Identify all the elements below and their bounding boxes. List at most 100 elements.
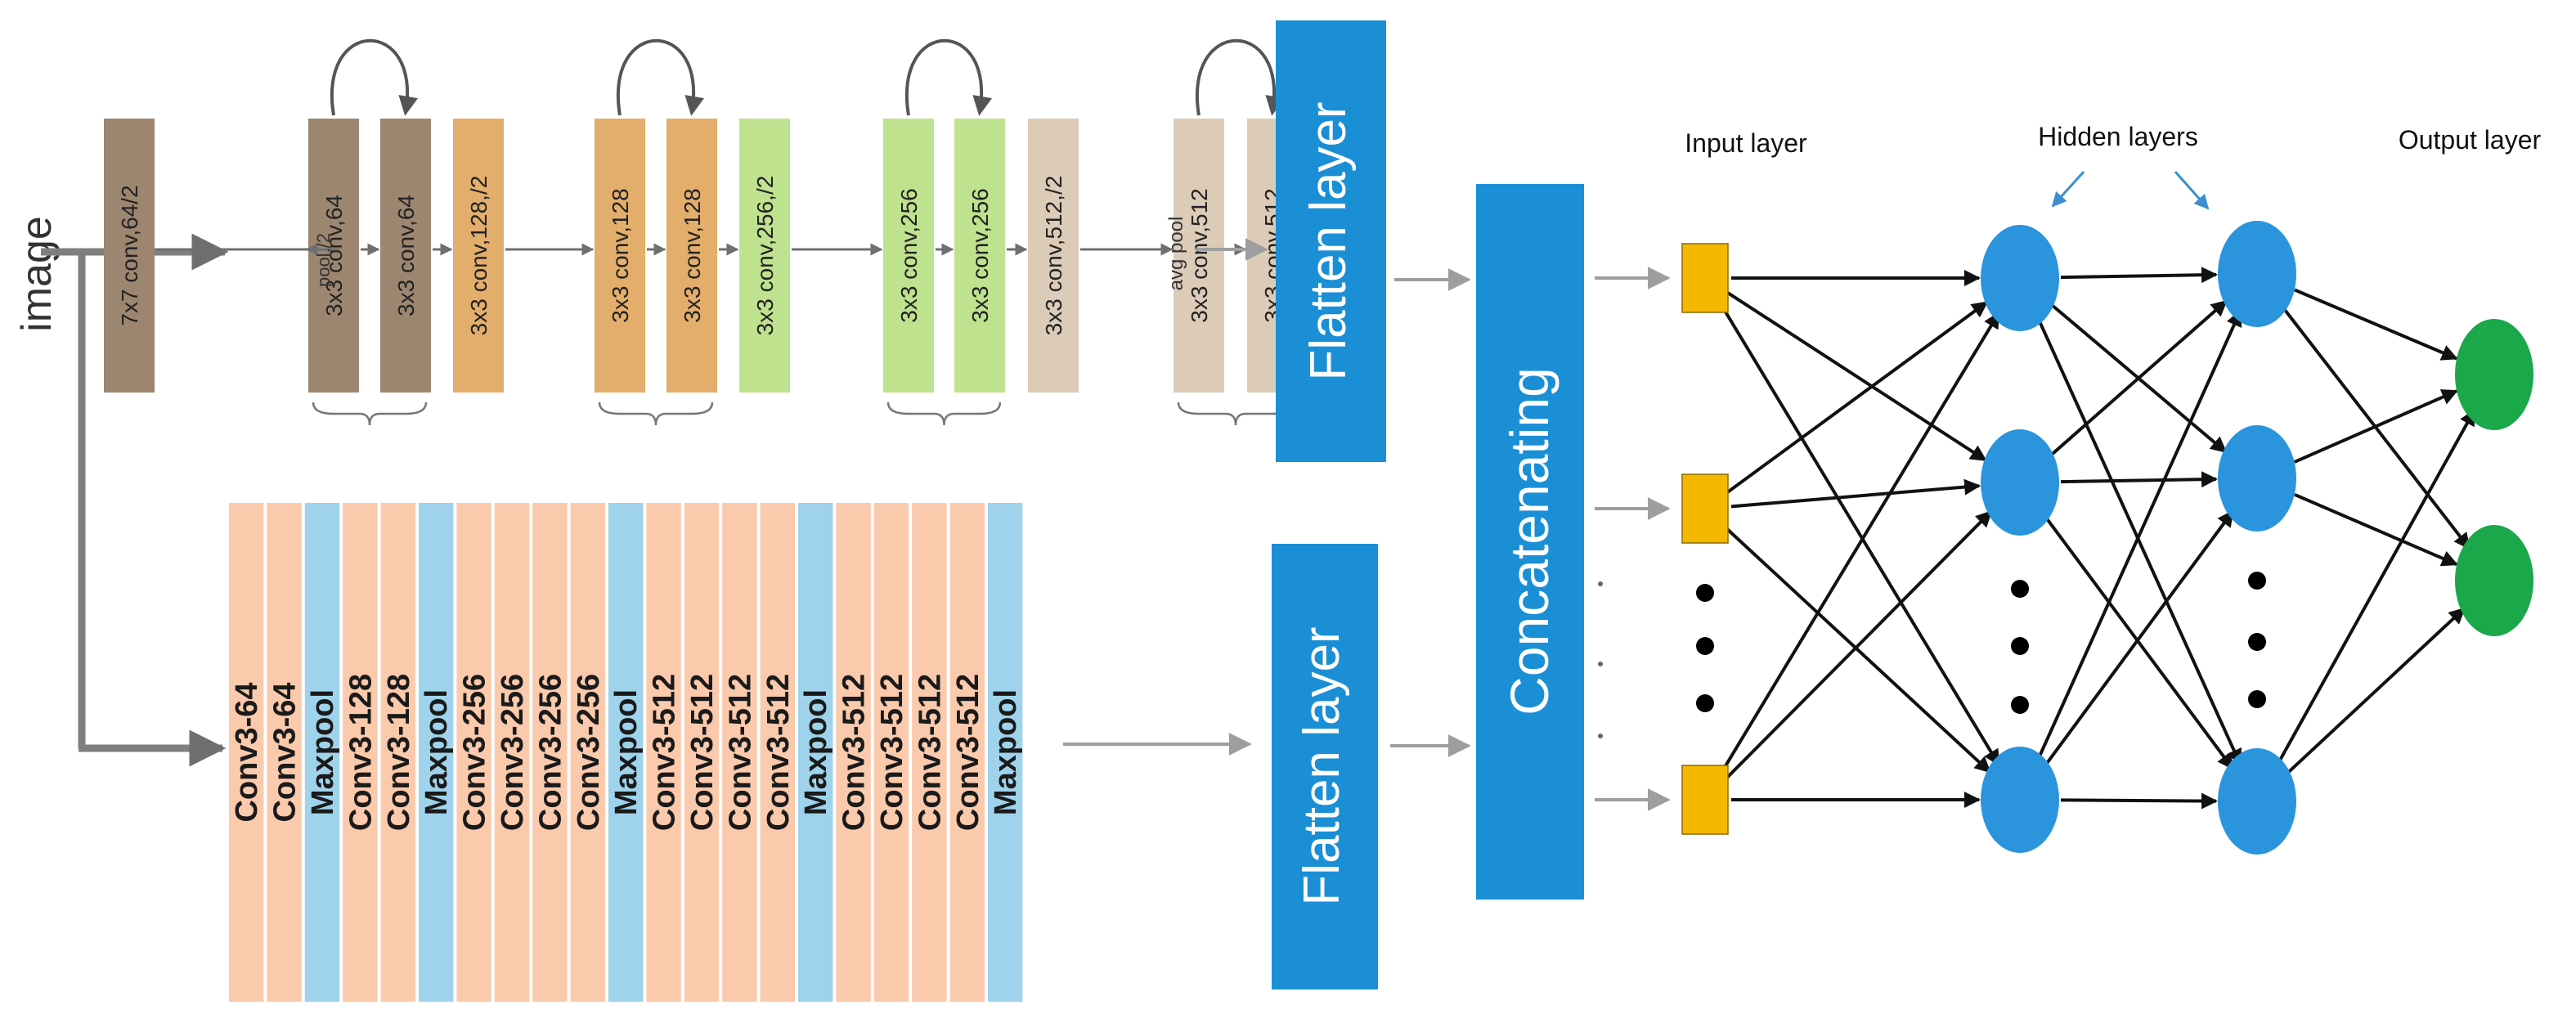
vgg-layer-rect — [229, 503, 264, 1002]
resnet-block-rect — [739, 119, 790, 393]
vgg-layer-label: Conv3-64 — [268, 682, 303, 822]
vgg-layer: Conv3-256 — [532, 503, 568, 1002]
vgg-layer-label: Conv3-256 — [496, 674, 530, 831]
vgg-layer-rect — [684, 503, 720, 1002]
network-edge — [1717, 312, 2000, 778]
vgg-layer: Conv3-128 — [343, 503, 378, 1002]
vgg-layer: Maxpool — [419, 503, 454, 1002]
ellipsis-dot — [2011, 696, 2029, 714]
resnet-block-label: 3x3 conv,512,/2 — [1041, 176, 1066, 336]
network-edge — [2060, 267, 2219, 284]
skip-connection-arrow — [1196, 38, 1286, 116]
network-edge — [2060, 792, 2219, 810]
vgg-layer-rect — [912, 503, 947, 1002]
output-layer-label: Output layer — [2399, 125, 2542, 155]
vgg-layer: Maxpool — [608, 503, 644, 1002]
resnet-block-rect — [453, 119, 504, 393]
vgg-layer: Conv3-256 — [570, 503, 606, 1002]
vgg-layer-rect — [532, 503, 568, 1002]
resnet-block: 3x3 conv,64 — [308, 119, 359, 393]
image-input-label: image — [13, 216, 61, 332]
ellipsis-dot — [1696, 694, 1714, 712]
ellipsis-dot — [2011, 580, 2029, 598]
network-nodes — [1681, 221, 2533, 855]
flatten-layer-top-label: Flatten layer — [1300, 101, 1357, 380]
resnet-block-label: 3x3 conv,64 — [393, 195, 419, 316]
resnet-block-rect — [666, 119, 717, 393]
avgpool-label: avg pool — [1165, 217, 1187, 291]
vgg-layer: Conv3-64 — [229, 503, 264, 1002]
skip-connection-arrow — [330, 38, 419, 116]
network-edge — [2049, 299, 2228, 457]
resnet-block: 3x3 conv,128 — [666, 119, 717, 393]
network-edge — [2035, 309, 2242, 764]
ellipsis-dot — [1696, 637, 1714, 655]
input-node — [1681, 243, 1729, 313]
vgg-layer-label: Maxpool — [799, 689, 833, 815]
output-node — [2455, 319, 2533, 430]
ellipsis-dot — [1696, 584, 1714, 602]
vgg-layer-label: Conv3-256 — [572, 674, 606, 831]
network-edge — [1722, 510, 1993, 783]
resnet-block: 3x3 conv,512 — [1174, 119, 1224, 393]
vgg-layer-label: Conv3-256 — [533, 674, 568, 831]
vgg-layer-label: Conv3-512 — [648, 674, 682, 831]
resnet-block-label: 3x3 conv,256 — [967, 188, 993, 323]
ellipsis-dot — [2248, 690, 2266, 708]
resnet-block-label: 3x3 conv,256,/2 — [752, 176, 778, 336]
vgg-layer: Conv3-512 — [912, 503, 947, 1002]
hidden-node — [1981, 429, 2059, 536]
flatten-layer-bottom: Flatten layer — [1272, 544, 1378, 989]
network-edge — [1730, 478, 1981, 509]
ellipsis-dot — [2248, 572, 2266, 590]
resnet-branch: 7x7 conv,64/2 3x3 conv,64 3x3 conv,64 3x3 c… — [104, 38, 1298, 426]
vgg-layer: Maxpool — [304, 503, 340, 1002]
vgg-layer: Conv3-256 — [494, 503, 530, 1002]
resnet-block-label: 7x7 conv,64/2 — [117, 185, 142, 325]
resnet-block: 7x7 conv,64/2 — [104, 119, 155, 393]
vgg-layer: Conv3-512 — [760, 503, 796, 1002]
resnet-block: 3x3 conv,256 — [883, 119, 934, 393]
hidden-node — [1981, 225, 2059, 331]
network-edge — [1723, 525, 1991, 774]
vgg-layer-label: Conv3-512 — [875, 674, 909, 831]
network-edge — [2043, 509, 2234, 768]
input-node — [1681, 765, 1729, 835]
resnet-block-rect — [104, 119, 155, 393]
vgg-layer: Conv3-512 — [722, 503, 757, 1002]
vgg-layer-rect — [456, 503, 491, 1002]
resnet-block-label: 3x3 conv,128,/2 — [466, 176, 491, 336]
network-edge — [2275, 408, 2476, 767]
vgg-layer-label: Conv3-128 — [382, 674, 416, 831]
resnet-block-label: 3x3 conv,256 — [896, 188, 922, 323]
vgg-layer-rect — [380, 503, 415, 1002]
concat-to-input-arrows — [1595, 267, 1671, 811]
flatten-layer-bottom-label: Flatten layer — [1294, 626, 1350, 905]
resnet-block-rect — [954, 119, 1005, 393]
resnet-block-rect — [1028, 119, 1079, 393]
vgg-layer-rect — [343, 503, 378, 1002]
network-edge — [2286, 607, 2466, 775]
resnet-block-rect — [1174, 119, 1224, 393]
skip-connection-arrow — [905, 38, 993, 116]
skip-connection-arrow — [617, 38, 705, 116]
residual-brace — [598, 402, 714, 426]
hidden-layers-pointer-arrows — [2051, 170, 2210, 210]
resnet-block-label: 3x3 conv,128 — [608, 188, 633, 323]
network-edge — [1725, 300, 1989, 495]
network-edge — [2294, 492, 2458, 567]
vgg-layer-label: Maxpool — [989, 689, 1023, 815]
resnet-block: 3x3 conv,256 — [954, 119, 1005, 393]
vgg-layer: Conv3-64 — [267, 503, 303, 1002]
pool-label: pool,/2 — [313, 233, 334, 287]
residual-brace — [886, 402, 1002, 426]
vgg-layer: Conv3-512 — [646, 503, 682, 1002]
concatenating-layer: Concatenating — [1476, 184, 1584, 900]
network-edge — [2294, 288, 2458, 361]
vgg-layer-rect — [494, 503, 530, 1002]
resnet-block: 3x3 conv,128 — [595, 119, 645, 393]
vgg-layer: Conv3-512 — [684, 503, 720, 1002]
resnet-block: 3x3 conv,256,/2 — [739, 119, 790, 393]
